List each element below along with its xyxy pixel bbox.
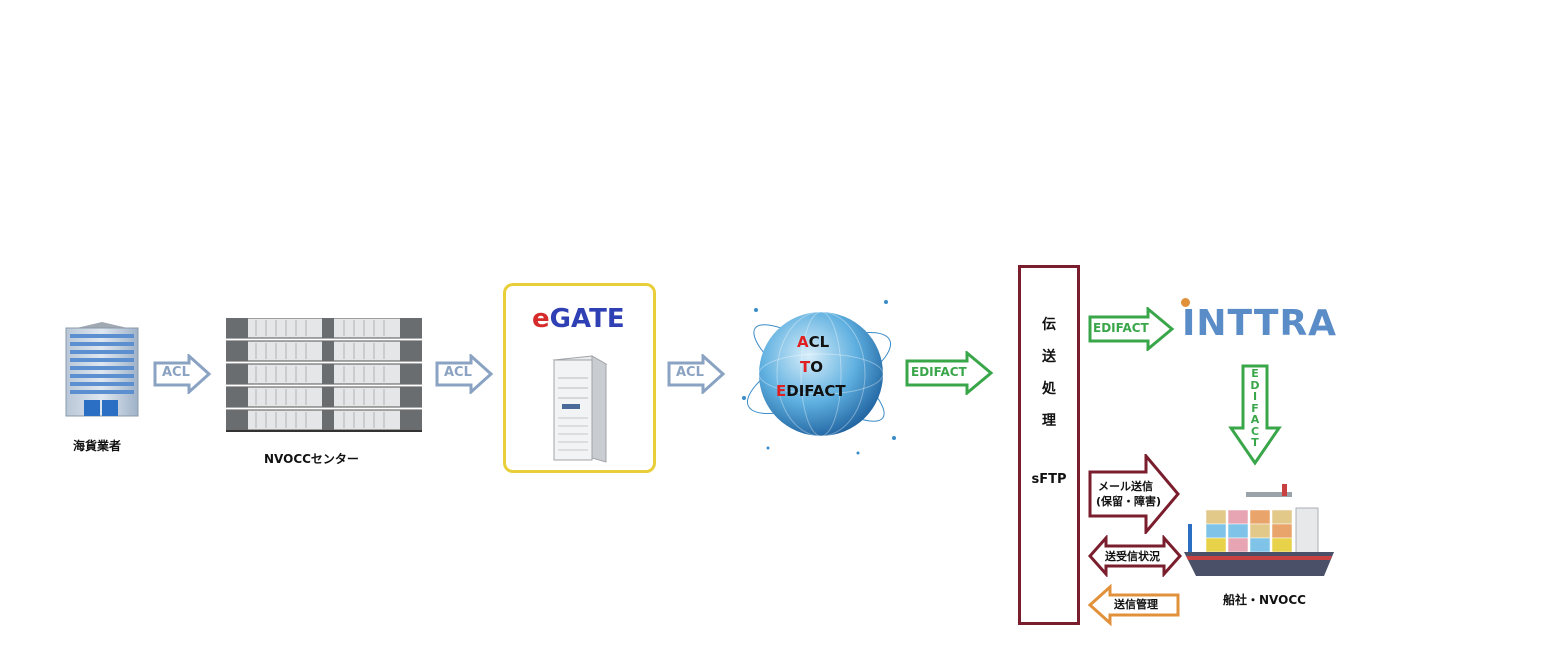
edifact-down-char: T xyxy=(1251,436,1259,449)
acl-arrow-3-label: ACL xyxy=(676,365,704,380)
edifact-down-label: E D I F A C T xyxy=(1246,368,1264,449)
right-arrow-icon xyxy=(905,349,994,397)
edifact-arrow-to-processing: EDIFACT xyxy=(905,349,995,399)
shipper-label: 海貨業者 xyxy=(73,439,122,453)
acl-arrow-2: ACL xyxy=(435,352,494,398)
edifact-down-char: A xyxy=(1250,413,1260,426)
transmission-management-label: 送信管理 xyxy=(1114,598,1158,611)
transmission-processing-node: 伝 送 処 理 sFTP xyxy=(1018,265,1080,625)
converter-line-1-rest: CL xyxy=(808,333,830,351)
carrier-node xyxy=(1184,484,1336,584)
converter-line-1: ACL xyxy=(797,333,829,351)
converter-line-3: EDIFACT xyxy=(776,382,846,400)
processing-char-1: 伝 xyxy=(1042,317,1056,333)
right-arrow-icon xyxy=(667,352,726,396)
converter-line-1-initial: A xyxy=(797,333,809,351)
processing-char-3: 処 xyxy=(1042,381,1056,397)
tower-server-icon xyxy=(552,355,608,463)
container-ship-icon xyxy=(1184,484,1334,576)
edifact-down-char: C xyxy=(1250,424,1260,438)
processing-char-2: 送 xyxy=(1042,349,1056,365)
edifact-arrow-to-inttra: EDIFACT xyxy=(1088,305,1176,355)
converter-line-3-initial: E xyxy=(776,382,787,400)
converter-line-2: TO xyxy=(800,358,823,376)
edifact-arrow-down: E D I F A C T xyxy=(1228,364,1282,470)
carrier-label: 船社・NVOCC xyxy=(1223,593,1306,607)
edifact-arrow-to-processing-label: EDIFACT xyxy=(911,365,967,379)
down-arrow-icon xyxy=(1228,364,1282,466)
edifact-arrow-to-inttra-label: EDIFACT xyxy=(1093,321,1149,335)
mail-notification-line-2: (保留・障害) xyxy=(1096,495,1162,508)
nvocc-center-label: NVOCCセンター xyxy=(264,452,359,466)
converter-line-2-rest: O xyxy=(810,358,823,376)
converter-node: ACL TO EDIFACT xyxy=(738,288,900,458)
acl-arrow-3: ACL xyxy=(667,352,726,398)
egate-title: eGATE xyxy=(532,304,625,334)
right-arrow-icon xyxy=(153,352,212,396)
edifact-down-char: F xyxy=(1251,401,1259,415)
left-arrow-icon xyxy=(1087,583,1180,627)
inttra-logo: INTTRA xyxy=(1182,303,1338,344)
right-arrow-icon xyxy=(435,352,494,396)
edifact-down-char: I xyxy=(1252,390,1258,403)
globe-icon xyxy=(742,300,896,455)
server-rack-icon xyxy=(225,317,423,432)
transmission-status-arrow: 送受信状況 xyxy=(1087,534,1183,581)
office-building-icon xyxy=(65,322,139,417)
shipper-node xyxy=(62,320,142,420)
mail-notification-arrow: メール送信 (保留・障害) xyxy=(1088,451,1182,538)
right-arrow-icon xyxy=(1088,305,1175,353)
egate-node: eGATE xyxy=(503,283,656,473)
egate-title-rest: GATE xyxy=(549,304,625,334)
edifact-down-char: D xyxy=(1250,378,1260,392)
edifact-down-char: E xyxy=(1251,367,1259,380)
converter-line-2-initial: T xyxy=(800,358,811,376)
acl-arrow-1-label: ACL xyxy=(162,365,190,380)
processing-char-4: 理 xyxy=(1042,413,1056,429)
transmission-management-arrow: 送信管理 xyxy=(1087,583,1182,630)
sftp-label: sFTP xyxy=(1031,472,1067,487)
mail-notification-line-1: メール送信 xyxy=(1098,480,1153,493)
converter-line-3-rest: DIFACT xyxy=(786,382,846,400)
right-arrow-icon xyxy=(1088,451,1180,537)
double-arrow-icon xyxy=(1087,534,1183,578)
egate-title-e: e xyxy=(532,304,550,334)
transmission-status-label: 送受信状況 xyxy=(1105,550,1160,563)
acl-arrow-1: ACL xyxy=(153,352,212,398)
nvocc-center-node xyxy=(225,317,423,432)
acl-arrow-2-label: ACL xyxy=(444,365,472,380)
inttra-logo-dot xyxy=(1181,298,1190,307)
